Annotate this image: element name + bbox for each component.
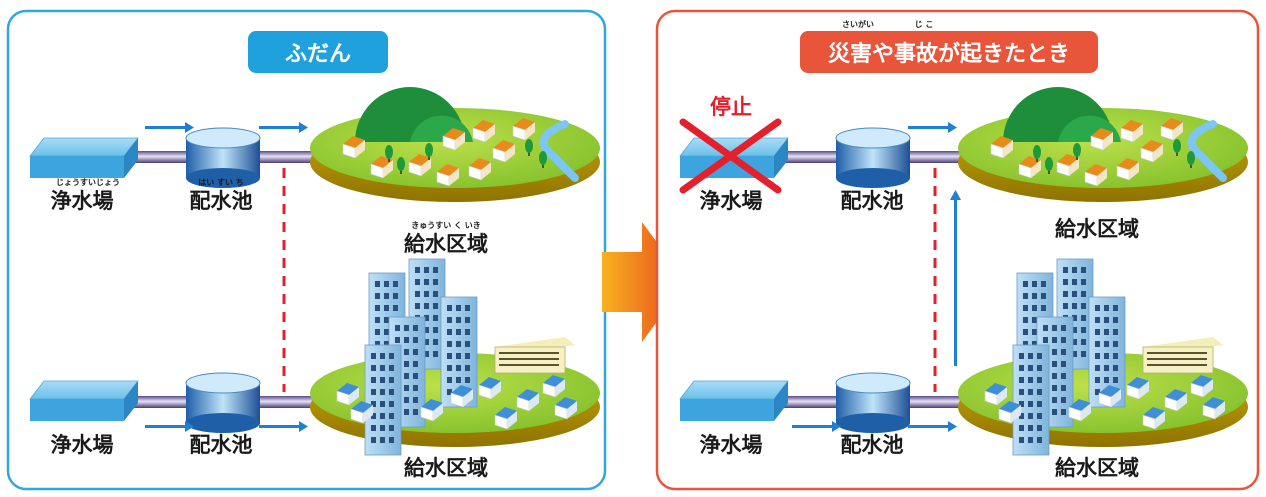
reservoir-label: 配水池 <box>841 433 904 457</box>
flow-arrow-icon <box>908 122 961 366</box>
plant-label: 浄水場 <box>51 433 114 457</box>
area-ruby: きゅうすい く いき <box>411 221 481 230</box>
plant-label: 浄水場 <box>51 189 114 213</box>
plant-ruby: じょうすいじょう <box>56 178 120 187</box>
reservoir-bottom <box>185 372 261 434</box>
stop-cross-icon <box>679 118 782 194</box>
flow-arrow-icon <box>792 421 957 432</box>
area-label: 給水区域 <box>404 456 488 480</box>
water-plant-top <box>29 137 139 179</box>
area-label: 給水区域 <box>1055 456 1139 480</box>
area-label: 給水区域 <box>1055 217 1139 241</box>
disaster-title: 災害や事故が起きたとき <box>828 41 1070 67</box>
water-plant-bottom <box>679 380 789 422</box>
water-plant-bottom <box>29 380 139 422</box>
normal-panel: ふだん じょうすいじょう 浄水場 はい すい ち 配水池 きゅうすい く いき … <box>6 9 607 491</box>
reservoir-label: 配水池 <box>841 189 904 213</box>
plant-label: 浄水場 <box>700 189 763 213</box>
reservoir-bottom <box>835 372 911 434</box>
normal-title-badge <box>248 31 388 73</box>
disaster-title-badge <box>800 31 1098 73</box>
normal-title: ふだん <box>285 42 351 67</box>
plant-label: 浄水場 <box>700 433 763 457</box>
stop-label: 停止 <box>710 95 752 119</box>
reservoir-label: 配水池 <box>190 433 253 457</box>
reservoir-label: 配水池 <box>190 189 253 213</box>
transition-arrow-icon <box>602 222 686 342</box>
disaster-title-ruby-1: さいがい <box>842 19 874 29</box>
reservoir-top <box>835 127 911 189</box>
disaster-panel: さいがい じ こ 災害や事故が起きたとき 停止 浄水場 配水池 給水区域 <box>655 9 1260 491</box>
disaster-title-ruby-2: じ こ <box>915 20 934 29</box>
reservoir-ruby: はい すい ち <box>198 178 244 187</box>
area-label: 給水区域 <box>404 232 488 256</box>
flow-arrow-icon <box>145 421 308 432</box>
flow-arrow-icon <box>145 122 308 133</box>
